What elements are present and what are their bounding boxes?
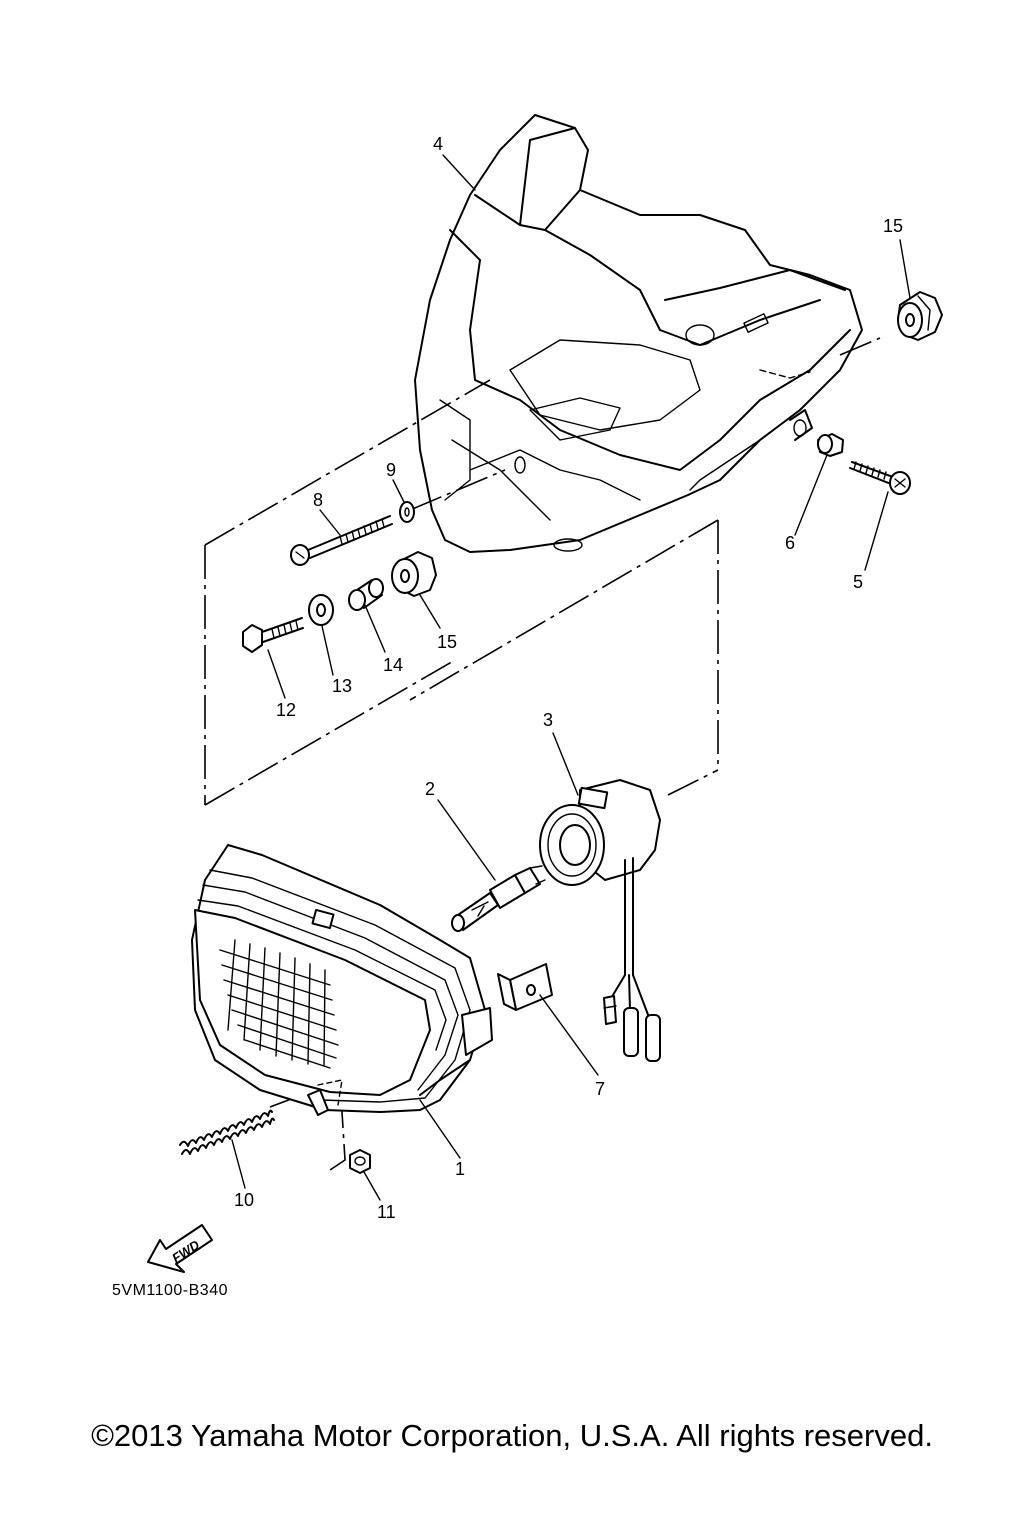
callout-15-mid: 15 [437,632,457,652]
diagram-code: 5VM1100-B340 [112,1282,228,1299]
part-grommet-top [897,291,943,341]
part-grommet-mid [391,551,437,597]
part-nut [349,1149,371,1174]
part-spacer-14 [348,578,384,611]
leader-lines [231,154,911,1201]
part-bulb [451,865,546,932]
part-screw-5 [849,461,911,495]
callout-13: 13 [332,676,352,696]
copyright-notice: ©2013 Yamaha Motor Corporation, U.S.A. A… [91,1418,933,1453]
part-bolt-12 [242,617,304,653]
part-headlight-unit [191,844,493,1116]
callout-8: 8 [313,490,323,510]
part-washer-13 [308,594,334,626]
part-bolt-8 [290,515,393,566]
callout-4: 4 [433,134,443,154]
callout-1: 1 [455,1159,465,1179]
callout-11: 11 [377,1202,396,1222]
callout-7: 7 [595,1079,605,1099]
callout-6: 6 [785,533,795,553]
part-washer-9 [399,501,415,523]
callout-15-top: 15 [883,216,903,236]
part-clip [497,963,553,1011]
callout-3: 3 [543,710,553,730]
callout-2: 2 [425,779,435,799]
callout-labels: 4 15 9 8 6 5 15 14 13 12 3 2 7 1 10 11 [234,134,903,1222]
arrow-fwd-icon: FWD [147,1224,213,1273]
part-spring [179,1109,275,1155]
part-collar [817,433,844,457]
part-socket [539,779,661,1062]
callout-9: 9 [386,460,396,480]
callout-12: 12 [276,700,296,720]
part-housing [414,114,863,553]
callout-14: 14 [383,655,403,675]
callout-10: 10 [234,1190,254,1210]
callout-5: 5 [853,572,863,592]
